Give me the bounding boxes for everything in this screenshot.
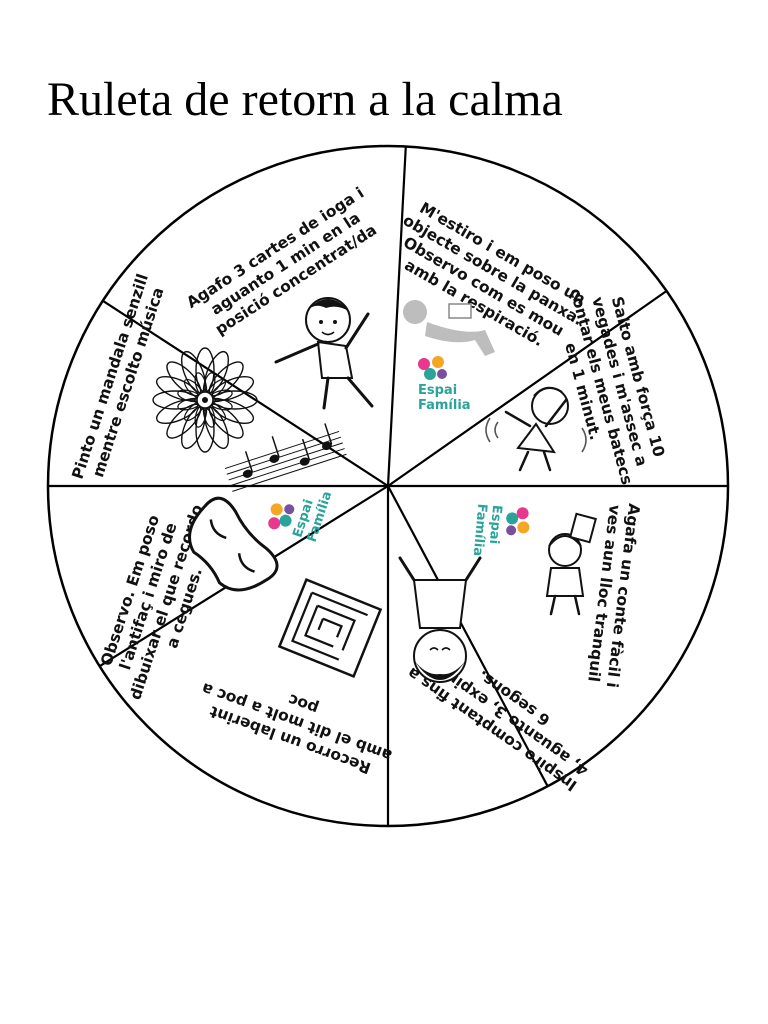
divider-line: [102, 299, 389, 487]
yoga-child-icon: [274, 297, 374, 410]
sleep-mask-icon: [188, 496, 279, 592]
jumping-child-icon: [485, 386, 587, 472]
brand-line1: Espai: [486, 504, 504, 544]
maze-icon: [277, 578, 383, 678]
divider-line: [387, 290, 668, 487]
music-notes-icon: [224, 423, 347, 492]
brand-line1: Espai: [418, 383, 457, 398]
brand-line2: Família: [470, 503, 490, 557]
reading-child-icon: [545, 512, 597, 616]
lying-person-icon: [403, 300, 495, 356]
divider-line: [386, 146, 407, 487]
brand-line2: Família: [418, 398, 471, 413]
wheel-dividers: [48, 146, 728, 826]
page-title: Ruleta de retorn a la calma: [47, 73, 563, 126]
child-face-icon: [398, 556, 482, 683]
divider-line: [387, 485, 549, 787]
mandala-icon: [152, 347, 258, 453]
